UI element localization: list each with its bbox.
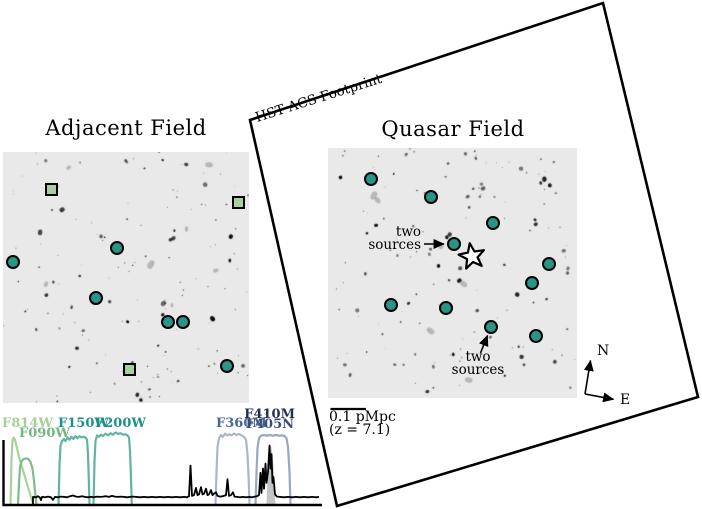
candidate-circle-marker <box>484 320 498 334</box>
scale-bar-redshift: (z = 7.1) <box>329 422 391 438</box>
square-marker <box>231 195 245 209</box>
scale-bar-label: 0.1 pMpc (z = 7.1) <box>329 410 396 438</box>
filter-curve-f090w <box>16 457 38 505</box>
filter-curve-f405n <box>266 445 276 505</box>
filter-curve-f360m <box>214 432 251 505</box>
adjacent-field-image <box>3 152 249 403</box>
candidate-circle-marker <box>542 257 556 271</box>
compass-east-label: E <box>620 392 631 408</box>
candidate-circle-marker <box>6 255 20 269</box>
annotation-two-sources-lower: two sources <box>452 351 505 376</box>
candidate-circle-marker <box>447 237 461 251</box>
hst-acs-footprint-label: HST ACS Footprint <box>253 71 384 126</box>
candidate-circle-marker <box>529 329 543 343</box>
quasar-spectrum-line <box>32 444 320 505</box>
square-marker <box>122 362 136 376</box>
filter-label-f405n: F405N <box>245 417 294 432</box>
compass-north-label: N <box>597 343 610 359</box>
candidate-circle-marker <box>384 298 398 312</box>
candidate-circle-marker <box>89 291 103 305</box>
candidate-circle-marker <box>161 315 175 329</box>
starfield-texture <box>3 152 249 403</box>
candidate-circle-marker <box>525 276 539 290</box>
filter-label-f814w: F814W <box>2 416 53 431</box>
candidate-circle-marker <box>110 241 124 255</box>
adjacent-field-title: Adjacent Field <box>45 116 207 140</box>
compass-east-arrow <box>584 392 615 403</box>
filter-label-f200w: F200W <box>95 416 146 431</box>
filter-label-f150w: F150W <box>58 416 109 431</box>
candidate-circle-marker <box>424 190 438 204</box>
filter-transmission-plot <box>2 431 322 507</box>
filter-curve-f410m <box>254 433 292 505</box>
filter-curve-f150w <box>57 435 91 505</box>
filter-curve-f200w <box>92 431 133 505</box>
annotation-two-sources-upper: two sources <box>368 226 421 251</box>
compass-north-arrow <box>583 359 594 395</box>
candidate-circle-marker <box>176 315 190 329</box>
candidate-circle-marker <box>364 172 378 186</box>
quasar-field-title: Quasar Field <box>381 117 525 141</box>
annotation-line: sources <box>451 361 505 378</box>
filter-curve-f814w <box>9 436 35 505</box>
candidate-circle-marker <box>439 301 453 315</box>
candidate-circle-marker <box>486 216 500 230</box>
annotation-line: sources <box>368 236 421 253</box>
candidate-circle-marker <box>220 359 234 373</box>
square-marker <box>44 182 58 196</box>
